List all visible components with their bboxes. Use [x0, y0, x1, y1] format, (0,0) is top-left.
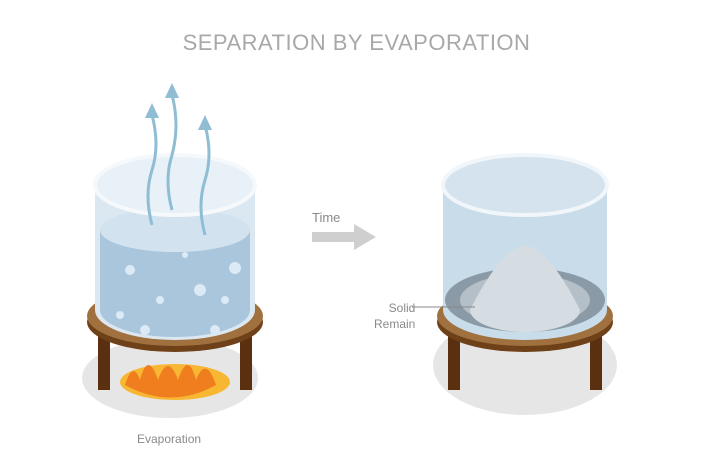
callout-label: Solid Remain [374, 300, 415, 332]
table-leg [98, 330, 110, 390]
solid-residue [470, 245, 580, 332]
arrow-label: Time [312, 210, 341, 225]
callout-line1: Solid [388, 301, 416, 315]
page-title: SEPARATION BY EVAPORATION [182, 30, 531, 55]
bubbles [116, 252, 241, 335]
arrow-icon [312, 224, 376, 250]
flames-icon [120, 364, 230, 400]
table-leg [240, 330, 252, 390]
caption: Evaporation [137, 432, 202, 446]
left-apparatus [82, 83, 263, 418]
water [100, 230, 250, 337]
callout-line2: Remain [374, 317, 416, 331]
right-apparatus [412, 153, 617, 415]
steam-icon [146, 94, 211, 236]
